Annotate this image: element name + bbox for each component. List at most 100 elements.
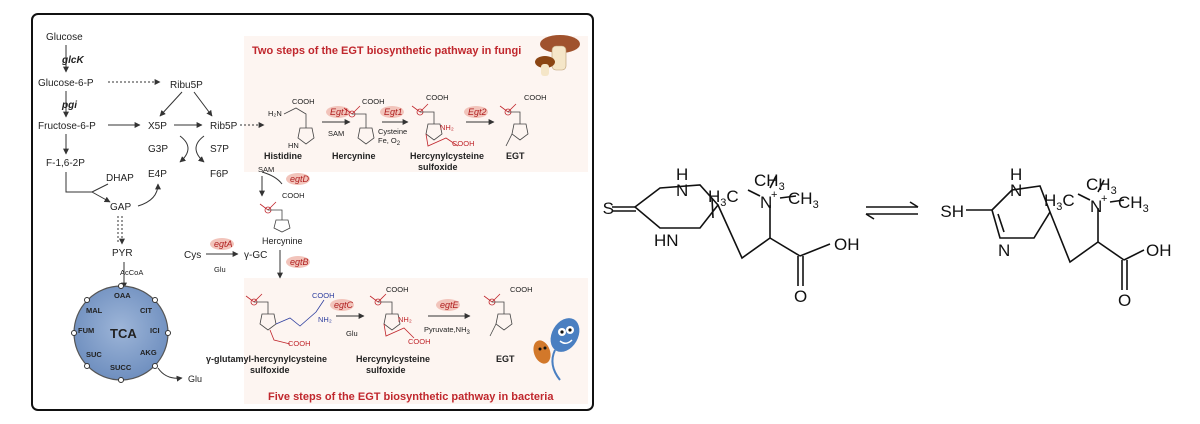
cys-label: Cys [184, 250, 201, 261]
svg-text:COOH: COOH [426, 93, 449, 102]
acoa-label: AcCoA [120, 268, 143, 277]
glucose-label: Glucose [46, 32, 83, 43]
dhap-label: DHAP [106, 173, 134, 184]
oaa-label: OAA [114, 291, 131, 300]
thiol-structure: SH H N N OH O N + H3C CH3 CH3 [940, 165, 1171, 310]
ygc-label: γ-GC [244, 250, 267, 261]
thiol-sh: SH [940, 202, 964, 221]
bacteria-background [244, 278, 588, 404]
thione-nh-h: H [676, 165, 688, 184]
thiol-n: N [1090, 197, 1102, 216]
thiol-nh-h: H [1010, 165, 1022, 184]
ygh-label-2: sulfoxide [250, 365, 290, 375]
thiol-o: O [1118, 291, 1131, 310]
egt2-badge [464, 106, 488, 118]
svg-text:H₂N: H₂N [268, 109, 282, 118]
pgi-label: pgi [61, 100, 77, 111]
egtc-glu-label: Glu [346, 329, 358, 338]
svg-text:COOH: COOH [510, 285, 533, 294]
hercynine-bacteria-label: Hercynine [262, 236, 303, 246]
s7p-label: S7P [210, 144, 229, 155]
egt1a-badge [326, 106, 350, 118]
histidine-structure: H₂N COOH HN [268, 97, 315, 150]
e4p-label: E4P [148, 169, 167, 180]
egte-label: egtE [440, 300, 460, 310]
hercynine-structure-fungi: COOH [343, 97, 385, 145]
thione-oh: OH [834, 235, 860, 254]
thione-structure: S H N HN OH O N + H3C CH3 CH3 [603, 165, 860, 306]
thiol-nh-n: N [1010, 181, 1022, 200]
ygh-label-1: γ-glutamyl-hercynylcysteine [206, 354, 327, 364]
hercynylcysteine-fungi-label-2: sulfoxide [418, 162, 458, 172]
thione-s: S [603, 199, 614, 218]
f6p-label: F6P [210, 169, 229, 180]
mushroom-icon [535, 35, 580, 76]
fungi-title: Two steps of the EGT biosynthetic pathwa… [252, 45, 521, 57]
akg-label: AKG [140, 348, 157, 357]
svg-text:COOH: COOH [386, 285, 409, 294]
thiol-n-bottom: N [998, 241, 1010, 260]
f16-label: F-1,6-2P [46, 158, 85, 169]
egte-badge [436, 299, 460, 311]
egt1b-label: Egt1 [384, 107, 403, 117]
mal-label: MAL [86, 306, 103, 315]
g3p-label: G3P [148, 144, 168, 155]
egt-structure-bacteria: COOH [483, 285, 533, 337]
histidine-label: Histidine [264, 151, 302, 161]
bacteria-icon [533, 318, 580, 381]
pathway-panel: Two steps of the EGT biosynthetic pathwa… [31, 13, 594, 411]
pyruvate-label: Pyruvate,NH3 [424, 325, 471, 336]
thione-o: O [794, 287, 807, 306]
svg-text:COOH: COOH [362, 97, 385, 106]
suc-label: SUC [86, 350, 102, 359]
feo-label: Fe, O2 [378, 136, 401, 147]
fungi-sam-label: SAM [328, 129, 344, 138]
thione-hn: HN [654, 231, 679, 250]
svg-text:HN: HN [288, 141, 299, 150]
egta-glu-label: Glu [214, 265, 226, 274]
egtb-badge [286, 256, 310, 268]
egtb-label: egtB [290, 257, 309, 267]
cysteine-label: Cysteine [378, 127, 407, 136]
bacteria-title: Five steps of the EGT biosynthetic pathw… [268, 391, 554, 403]
glucose6p-label: Glucose-6-P [38, 78, 94, 89]
svg-text:COOH: COOH [288, 339, 311, 348]
hercynylcysteine-structure-fungi: COOH NH₂ COOH [411, 93, 475, 148]
egtd-label: egtD [290, 174, 310, 184]
thiol-ch3-right: CH3 [1118, 193, 1149, 215]
svg-text:COOH: COOH [524, 93, 547, 102]
equilibrium-arrow [865, 201, 919, 220]
hercynine-fungi-label: Hercynine [332, 151, 376, 161]
egtd-badge [286, 173, 310, 185]
tca-cycle: TCA OAA CIT ICI AKG SUCC SUC FUM MAL [71, 283, 171, 383]
svg-text:COOH: COOH [452, 139, 475, 148]
fungi-background [244, 36, 588, 172]
hercynylcysteine-structure-bacteria: COOH NH₂ COOH [369, 285, 431, 346]
cit-label: CIT [140, 306, 153, 315]
x5p-label: X5P [148, 121, 167, 132]
thiol-h3c: H3C [1044, 191, 1075, 213]
hc-bacteria-label-2: sulfoxide [366, 365, 406, 375]
ygh-structure: COOH NH₂ COOH [245, 291, 335, 348]
glck-label: glcK [61, 55, 84, 66]
egtc-badge [330, 299, 354, 311]
svg-text:COOH: COOH [292, 97, 315, 106]
svg-text:COOH: COOH [282, 191, 305, 200]
svg-text:COOH: COOH [312, 291, 335, 300]
succ-label: SUCC [110, 363, 132, 372]
egt1b-badge [380, 106, 404, 118]
thione-n: N [760, 193, 772, 212]
ribu5p-label: Ribu5P [170, 80, 203, 91]
svg-text:NH₂: NH₂ [318, 315, 332, 324]
thione-h3c: H3C [708, 187, 739, 209]
egt-fungi-label: EGT [506, 151, 525, 161]
thione-plus: + [771, 189, 777, 201]
thiol-ch3-top: CH3 [1086, 175, 1117, 197]
thiol-plus: + [1101, 193, 1107, 205]
tca-label: TCA [110, 326, 137, 341]
fum-label: FUM [78, 326, 94, 335]
hercynine-structure-bacteria: COOH [259, 191, 305, 233]
egta-badge [210, 238, 234, 250]
egta-label: egtA [214, 239, 233, 249]
